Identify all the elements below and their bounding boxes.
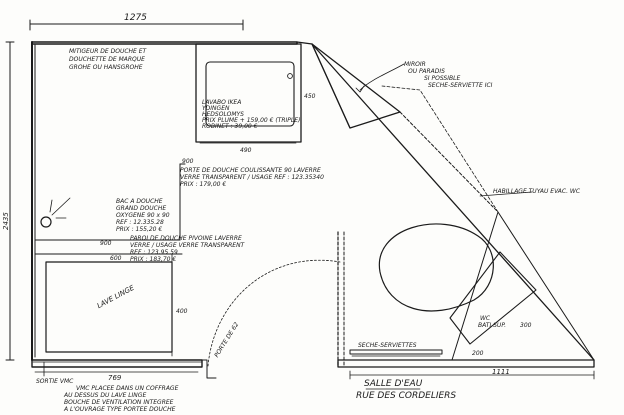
bottom-right-wall: 1111	[337, 359, 595, 380]
washing-machine: LAVE LINGE 600 400	[34, 253, 188, 357]
towel-dryer: SECHE-SERVIETTES	[349, 342, 443, 357]
sink-width-label: 490	[240, 147, 252, 154]
room-label: SALLE D'EAU	[364, 379, 423, 389]
shower-panel-note: PAROI DE DOUCHE PIVOINE LAVERRE VERRE / …	[130, 235, 246, 263]
door-swing: PORTE DE 62	[207, 231, 345, 367]
angled-wall	[296, 41, 595, 361]
top-dimension: 1275	[29, 13, 244, 31]
bottom-left-label: 769	[108, 374, 122, 382]
door-label: PORTE DE 62	[213, 321, 240, 359]
wc-unit: WC BATI SUP. 200 300	[378, 211, 595, 361]
washer-label: LAVE LINGE	[96, 284, 136, 311]
wc-bowl-icon	[378, 223, 494, 312]
bottom-left-dimension: 769 SORTIE VMC	[34, 359, 217, 385]
shower-depth-label: 900	[182, 158, 194, 165]
mirror-note: MIROIR OU PARADIS SI POSSIBLE SECHE-SERV…	[404, 61, 493, 89]
shower-area: MITIGEUR DE DOUCHE ET DOUCHETTE DE MARQU…	[34, 48, 194, 247]
street-label: RUE DES CORDELIERS	[356, 391, 456, 401]
sink-height-label: 450	[304, 93, 316, 100]
shower-width-label: 900	[100, 240, 112, 247]
bottom-right-label: 1111	[492, 368, 510, 376]
shower-mixer-note: MITIGEUR DE DOUCHE ET DOUCHETTE DE MARQU…	[69, 48, 148, 71]
left-dimension-label: 2435	[2, 212, 10, 230]
wc-depth-label: 300	[520, 322, 532, 329]
vmc-note: VMC PLACEE DANS UN COFFRAGE AU DESSUS DU…	[63, 385, 180, 413]
vmc-exit-label: SORTIE VMC	[36, 378, 74, 385]
faucet-icon	[287, 73, 293, 79]
towel-dryer-label: SECHE-SERVIETTES	[358, 342, 417, 349]
pipe-box-label: HABILLAGE TUYAU EVAC. WC	[493, 188, 581, 195]
top-dimension-label: 1275	[124, 13, 147, 23]
sink-note: LAVABO IKEA YDINGEN HEDSOLOMYS PRIX PLUM…	[202, 99, 302, 130]
sink-unit: LAVABO IKEA YDINGEN HEDSOLOMYS PRIX PLUM…	[195, 43, 316, 154]
pipe-box-callout: HABILLAGE TUYAU EVAC. WC	[479, 188, 581, 197]
wc-width-label: 200	[472, 350, 484, 357]
shower-drain-icon	[40, 216, 52, 228]
room-title: SALLE D'EAU RUE DES CORDELIERS	[356, 379, 456, 401]
left-dimension: 2435	[2, 41, 15, 361]
wc-label: WC BATI SUP.	[478, 315, 506, 329]
washer-width-label: 600	[110, 255, 122, 262]
washer-height-label: 400	[176, 308, 188, 315]
shower-tray-note: BAC A DOUCHE GRAND DOUCHE OXYGENE 90 x 9…	[116, 198, 172, 233]
shower-wall-note: PORTE DE DOUCHE COULISSANTE 90 LAVERRE V…	[180, 167, 326, 188]
